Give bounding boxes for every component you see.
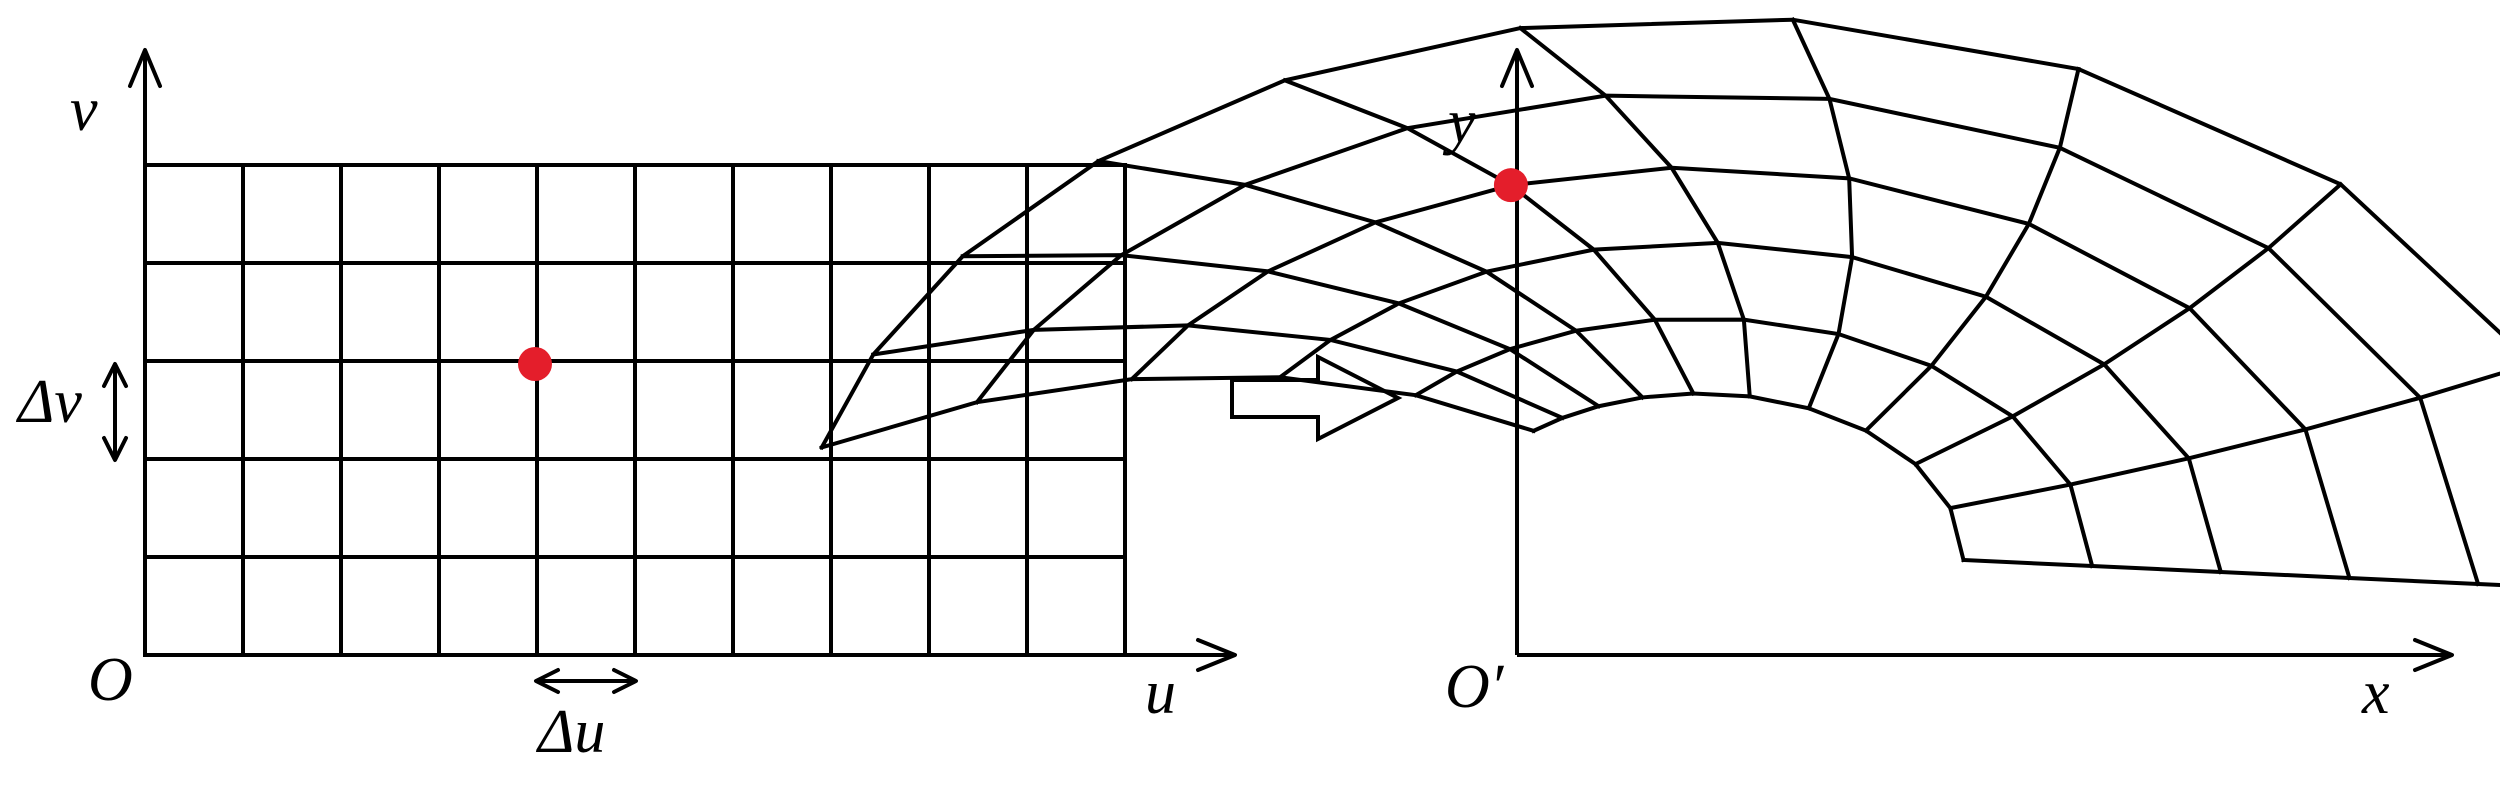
- grid-curve-u: [1517, 25, 1752, 399]
- grid-curve-u: [1948, 371, 2500, 511]
- right-arrow-icon: [1230, 353, 1403, 443]
- grid-curve-u: [871, 323, 1566, 421]
- uv-grid: [143, 163, 1127, 657]
- origin-label-o: O: [88, 646, 133, 714]
- u-axis-label: u: [1145, 659, 1176, 727]
- grid-curve-v: [1530, 391, 1966, 563]
- grid-curve-u: [1961, 557, 2500, 588]
- highlight-point: [1493, 168, 1528, 203]
- grid-curve-v: [1129, 165, 2352, 581]
- u-axis-arrowhead: [1196, 638, 1237, 672]
- delta-u-label: Δu: [535, 698, 605, 766]
- delta-v-label: Δv: [15, 368, 82, 436]
- x-axis-arrowhead: [2413, 638, 2454, 672]
- grid-curve-u: [1282, 77, 1697, 397]
- grid-curve-u: [1863, 66, 2081, 434]
- delta-v-indicator: [102, 362, 128, 462]
- grid-curve-u: [1096, 158, 1646, 401]
- y-axis-arrowhead: [1500, 48, 1534, 88]
- origin-label-o-prime: O′: [1445, 653, 1505, 721]
- y-axis-label: y: [1442, 88, 1476, 156]
- uv-plane: O v u Δv Δu: [15, 48, 1237, 766]
- grid-curve-u: [819, 375, 1537, 450]
- grid-curve-v: [819, 17, 2500, 451]
- xy-grid: [819, 17, 2500, 588]
- x-axis-label: x: [2361, 659, 2390, 727]
- delta-u-indicator: [534, 668, 638, 694]
- grid-curve-u: [1790, 17, 1855, 411]
- grid-curve-v: [974, 93, 2481, 587]
- v-axis-arrowhead: [128, 48, 162, 88]
- highlight-point: [518, 347, 552, 381]
- grid-curve-u: [1912, 181, 2344, 467]
- grid-curve-u: [960, 253, 1602, 409]
- xy-plane: O′ y x: [819, 17, 2500, 727]
- v-axis-label: v: [70, 76, 98, 144]
